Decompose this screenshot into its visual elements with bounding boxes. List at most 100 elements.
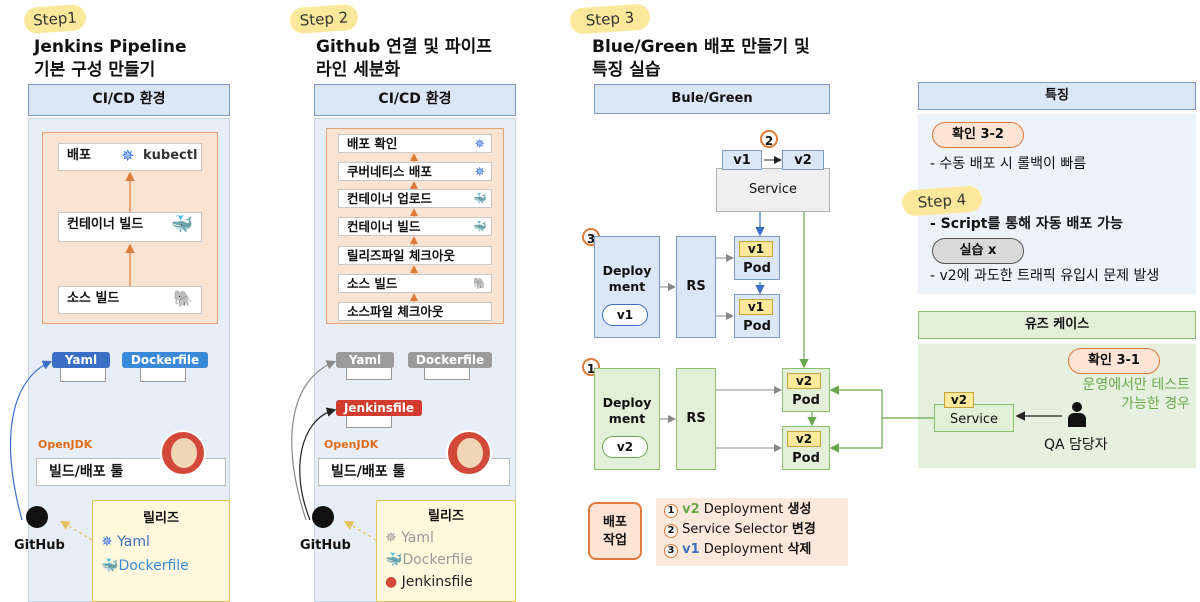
docker-icon: 🐳 bbox=[473, 192, 487, 205]
pod-tag: v2 bbox=[787, 373, 821, 389]
version-label: v1 bbox=[682, 542, 700, 557]
dockerfile-doc-label: Dockerfile bbox=[122, 352, 208, 368]
release-item-label: Yaml bbox=[117, 534, 150, 550]
pod-label: Pod bbox=[792, 451, 820, 466]
github-icon bbox=[312, 506, 334, 528]
item-action: 변경 bbox=[791, 522, 816, 537]
gradle-icon: 🐘 bbox=[173, 289, 193, 308]
step2-stage: 릴리즈파일 체크아웃 bbox=[338, 246, 492, 265]
step-number: 3 bbox=[664, 544, 678, 558]
pod-label: Pod bbox=[743, 319, 771, 334]
step2-stage: 배포 확인 ✵ bbox=[338, 134, 492, 153]
kubernetes-icon: ✵ bbox=[474, 136, 485, 151]
kubernetes-icon: ✵ bbox=[385, 530, 397, 546]
features-title: 특징 bbox=[918, 82, 1196, 110]
stage-label: 소스파일 체크아웃 bbox=[347, 304, 444, 319]
release-item-label: Jenkinsfile bbox=[401, 574, 473, 590]
feature-line: - v2에 과도한 트래픽 유입시 문제 발생 bbox=[930, 268, 1160, 284]
item-text: Deployment bbox=[699, 502, 788, 517]
stage-label: 소스 빌드 bbox=[67, 291, 120, 306]
release-item: 🐳Dockerfile bbox=[101, 556, 229, 576]
release-item-label: Dockerfile bbox=[118, 558, 189, 574]
kubernetes-icon: ✵ bbox=[101, 534, 113, 550]
step1-stage-deploy: 배포 ✵ kubectl bbox=[58, 143, 202, 171]
service-tag-v1: v1 bbox=[722, 150, 762, 170]
feature-line: - 수동 배포 시 롤백이 빠름 bbox=[930, 156, 1087, 172]
check-badge: 확인 3-2 bbox=[932, 122, 1024, 148]
item-action: 삭제 bbox=[787, 542, 812, 557]
jenkins-icon bbox=[446, 430, 492, 476]
release-item-label: Yaml bbox=[401, 530, 434, 546]
docker-icon: 🐳 bbox=[101, 558, 119, 574]
yaml-doc-label: Yaml bbox=[52, 352, 110, 368]
docker-icon: 🐳 bbox=[385, 552, 403, 568]
pod-v2: v2 Pod bbox=[782, 368, 830, 412]
gradle-icon: 🐘 bbox=[473, 277, 487, 290]
usecase-service-arrow bbox=[829, 385, 934, 419]
deploy-work-item: 1 v2 Deployment 생성 bbox=[664, 502, 811, 518]
step2-stage: 컨테이너 업로드🐳 bbox=[338, 189, 492, 208]
usecase-title: 유즈 케이스 bbox=[918, 311, 1196, 339]
github-arrow bbox=[9, 360, 53, 521]
release-item: ✵ Yaml bbox=[101, 532, 229, 552]
docker-icon: 🐳 bbox=[170, 214, 193, 235]
pod-tag: v1 bbox=[739, 241, 773, 257]
release-item: 🐳Dockerfile bbox=[385, 550, 515, 570]
pod-label: Pod bbox=[743, 261, 771, 276]
deploy-work-label: 배포 작업 bbox=[588, 502, 642, 560]
check-badge: 확인 3-1 bbox=[1068, 348, 1160, 374]
stage-label: 쿠버네티스 배포 bbox=[347, 164, 432, 179]
jenkins-icon bbox=[160, 430, 206, 476]
pod-v1: v1 Pod bbox=[734, 236, 780, 280]
release-title: 릴리즈 bbox=[143, 511, 179, 526]
service-tag-v2: v2 bbox=[782, 150, 824, 170]
rs-v2: RS bbox=[676, 368, 716, 470]
deployment-label: Deploy ment bbox=[602, 263, 652, 294]
stage-label: 배포 bbox=[67, 148, 91, 163]
deploy-work-item: 3 v1 Deployment 삭제 bbox=[664, 542, 811, 558]
pod-label: Pod bbox=[792, 393, 820, 408]
jenkinsfile-doc-label: Jenkinsfile bbox=[336, 400, 422, 416]
step3-title: Blue/Green 배포 만들기 및 특징 실습 bbox=[592, 37, 810, 80]
bluegreen-title: Bule/Green bbox=[594, 84, 830, 114]
version-label: v2 bbox=[682, 502, 700, 517]
release-arrow bbox=[343, 520, 377, 541]
release-arrow bbox=[59, 520, 93, 541]
step2-release: 릴리즈 ✵ Yaml 🐳Dockerfile ● Jenkinsfile bbox=[376, 500, 516, 602]
openjdk-logo: OpenJDK bbox=[38, 438, 93, 451]
practice-badge: 실습 x bbox=[932, 238, 1024, 264]
github-arrow bbox=[291, 360, 337, 521]
kubectl-label: kubectl bbox=[143, 148, 198, 163]
step1-stage-source-build: 소스 빌드 🐘 bbox=[58, 286, 202, 314]
step-number: 2 bbox=[664, 524, 678, 538]
github-label: GitHub bbox=[300, 538, 351, 553]
pod-tag: v1 bbox=[739, 299, 773, 315]
step-number: 1 bbox=[664, 504, 678, 518]
kubernetes-icon: ✵ bbox=[121, 146, 135, 165]
item-action: 생성 bbox=[787, 502, 812, 517]
item-text: Deployment bbox=[699, 542, 788, 557]
release-item: ● Jenkinsfile bbox=[385, 572, 515, 592]
release-item-label: Dockerfile bbox=[402, 552, 473, 568]
step2-env-title: CI/CD 환경 bbox=[314, 84, 516, 116]
step2-stage: 소스파일 체크아웃 bbox=[338, 302, 492, 321]
usecase-service-arrow bbox=[829, 418, 883, 453]
stage-label: 배포 확인 bbox=[347, 136, 398, 151]
step1-release: 릴리즈 ✵ Yaml 🐳Dockerfile bbox=[92, 500, 230, 602]
deployment-version-pill: v2 bbox=[602, 436, 648, 458]
step1-stage-container-build: 컨테이너 빌드 🐳 bbox=[58, 212, 202, 242]
pod-tag: v2 bbox=[787, 431, 821, 447]
github-label: GitHub bbox=[14, 538, 65, 553]
openjdk-logo: OpenJDK bbox=[324, 438, 379, 451]
github-icon bbox=[26, 506, 48, 528]
deploy-work-list: 1 v2 Deployment 생성 2 Service Selector 변경… bbox=[656, 498, 848, 566]
usecase-note: 운영에서만 테스트 가능한 경우 bbox=[1082, 377, 1191, 412]
github-arrow bbox=[299, 407, 337, 521]
step2-title: Github 연결 및 파이프 라인 세분화 bbox=[316, 37, 492, 80]
pod-v2: v2 Pod bbox=[782, 426, 830, 470]
pod-v1: v1 Pod bbox=[734, 294, 780, 338]
docker-icon: 🐳 bbox=[473, 220, 487, 233]
step1-title: Jenkins Pipeline 기본 구성 만들기 bbox=[34, 37, 187, 80]
step2-stage: 컨테이너 빌드🐳 bbox=[338, 217, 492, 236]
